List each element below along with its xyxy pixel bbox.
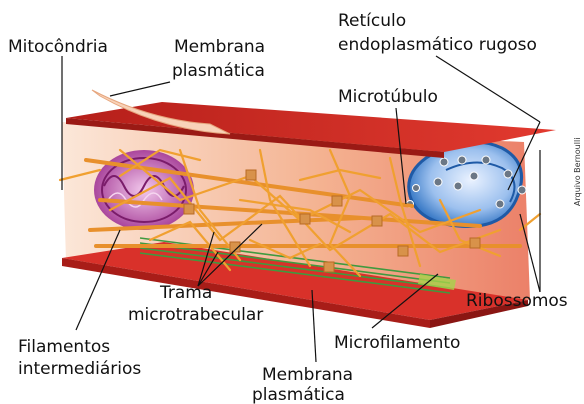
- label-filamentos-line2: intermediários: [18, 359, 141, 379]
- label-ribossomos: Ribossomos: [466, 291, 568, 311]
- label-trama-line1: Trama: [159, 283, 212, 303]
- label-membrana-bottom-line1: Membrana: [262, 365, 353, 385]
- label-microfilamento: Microfilamento: [334, 333, 460, 353]
- label-reticulo-line2: endoplasmático rugoso: [338, 35, 537, 55]
- label-microtubulo: Microtúbulo: [338, 87, 438, 107]
- label-membrana-top-line1: Membrana: [174, 37, 265, 57]
- label-filamentos-line1: Filamentos: [18, 337, 110, 357]
- label-trama-line2: microtrabecular: [128, 305, 263, 325]
- label-reticulo-line1: Retículo: [338, 11, 406, 31]
- label-mitocondria: Mitocôndria: [8, 37, 108, 57]
- credit-text: Arquivo Bernoulli: [573, 138, 582, 206]
- label-membrana-bottom-line2: plasmática: [252, 385, 345, 404]
- label-membrana-top-line2: plasmática: [172, 61, 265, 81]
